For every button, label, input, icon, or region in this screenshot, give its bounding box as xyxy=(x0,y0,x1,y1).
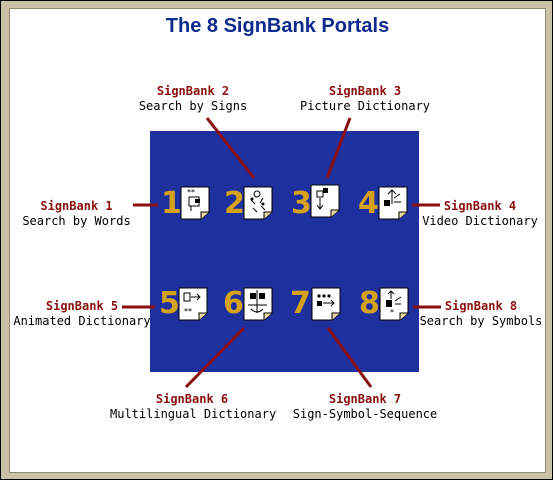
portal-name-8: SignBank 8 xyxy=(444,299,518,313)
portal-8-document-icon[interactable]: * xyxy=(379,287,409,321)
portal-name-7: SignBank 7 xyxy=(328,392,402,406)
page-title: The 8 SignBank Portals xyxy=(165,15,390,37)
portal-desc-8: Search by Symbols xyxy=(419,314,543,328)
portal-1-document-icon[interactable]: ** xyxy=(180,186,210,220)
portal-name-4: SignBank 4 xyxy=(443,199,517,213)
portal-5-document-icon[interactable]: ** xyxy=(178,287,208,321)
portal-number-1: 1 xyxy=(161,186,182,221)
portal-desc-7: Sign-Symbol-Sequence xyxy=(292,407,438,421)
portal-name-5: SignBank 5 xyxy=(45,299,119,313)
portal-number-2: 2 xyxy=(224,186,245,221)
svg-text:**: ** xyxy=(187,188,195,197)
portal-desc-1: Search by Words xyxy=(22,214,131,228)
connector-7 xyxy=(326,327,373,388)
portal-4-document-icon[interactable] xyxy=(378,186,408,220)
portal-number-5: 5 xyxy=(159,286,180,321)
portal-name-2: SignBank 2 xyxy=(156,84,230,98)
portal-label-4[interactable]: SignBank 4 Video Dictionary xyxy=(420,199,540,229)
portal-desc-3: Picture Dictionary xyxy=(299,99,431,113)
portals-panel xyxy=(150,131,419,372)
portal-label-5[interactable]: SignBank 5 Animated Dictionary xyxy=(10,299,154,329)
portal-desc-6: Multilingual Dictionary xyxy=(110,407,277,421)
portal-desc-2: Search by Signs xyxy=(138,99,248,113)
portal-label-7[interactable]: SignBank 7 Sign-Symbol-Sequence xyxy=(282,392,448,422)
connector-2 xyxy=(205,117,256,179)
connector-6 xyxy=(184,326,246,389)
portal-name-1: SignBank 1 xyxy=(40,199,113,213)
portal-7-document-icon[interactable] xyxy=(311,287,341,321)
portal-label-3[interactable]: SignBank 3 Picture Dictionary xyxy=(295,84,435,114)
portal-label-6[interactable]: SignBank 6 Multilingual Dictionary xyxy=(110,392,277,422)
svg-text:**: ** xyxy=(184,307,192,316)
portal-2-document-icon[interactable] xyxy=(243,186,273,220)
portal-label-2[interactable]: SignBank 2 Search by Signs xyxy=(128,84,258,114)
portal-name-3: SignBank 3 xyxy=(328,84,402,98)
portal-6-document-icon[interactable] xyxy=(243,287,273,321)
portal-number-7: 7 xyxy=(290,286,311,321)
portal-number-4: 4 xyxy=(358,186,379,221)
svg-text:*: * xyxy=(390,308,394,317)
portal-label-8[interactable]: SignBank 8 Search by Symbols xyxy=(413,299,549,329)
portal-label-1[interactable]: SignBank 1 Search by Words xyxy=(20,199,133,229)
portal-name-6: SignBank 6 xyxy=(155,392,229,406)
connector-3 xyxy=(325,117,352,179)
portal-number-6: 6 xyxy=(223,286,244,321)
portal-3-document-icon[interactable] xyxy=(310,184,340,218)
portal-desc-4: Video Dictionary xyxy=(422,214,538,228)
portal-desc-5: Animated Dictionary xyxy=(13,314,151,328)
portal-number-3: 3 xyxy=(291,186,312,221)
portal-number-8: 8 xyxy=(359,286,380,321)
